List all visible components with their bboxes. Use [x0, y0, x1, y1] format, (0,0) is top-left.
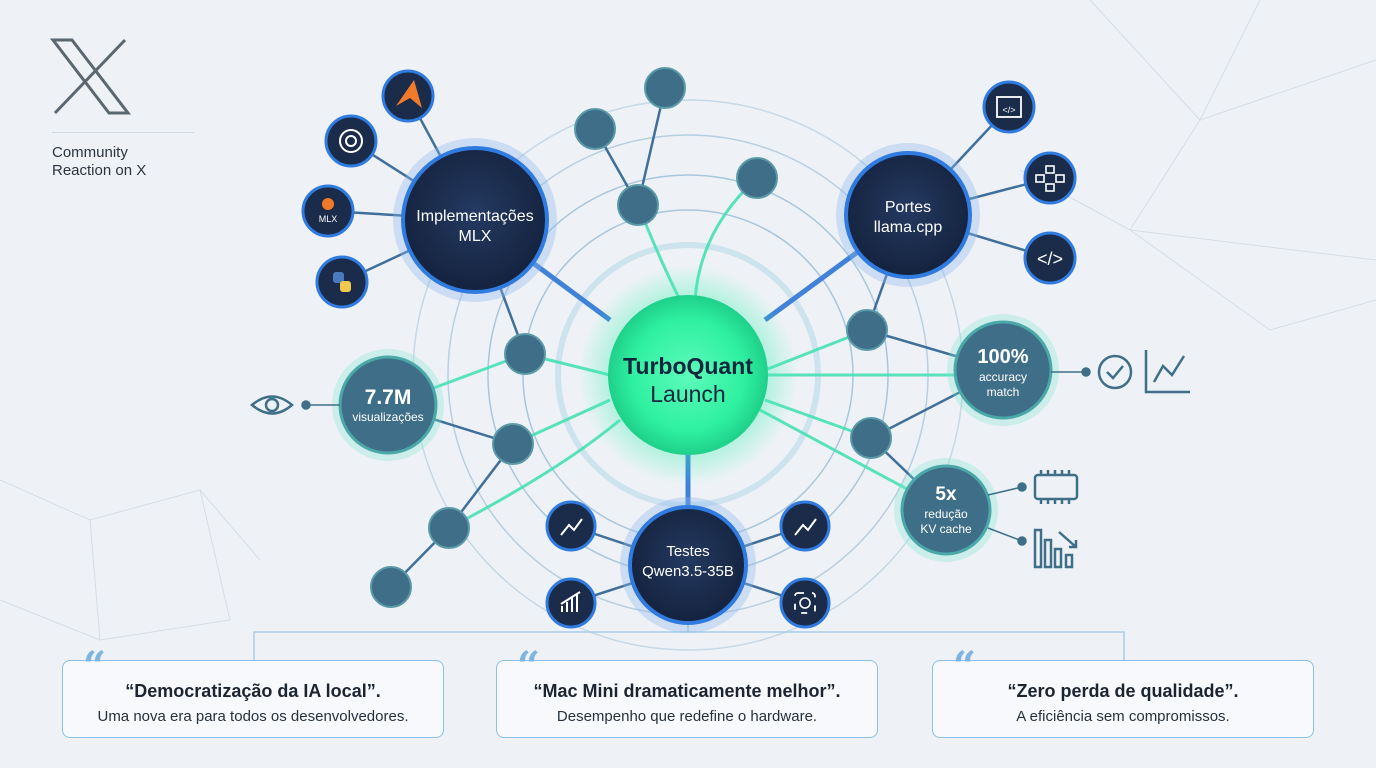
matlab-icon — [381, 69, 435, 123]
quote-text: “Zero perda de qualidade”. — [1007, 681, 1239, 701]
accuracy-label-1: accuracy — [979, 370, 1027, 384]
quote-text: “Mac Mini dramaticamente melhor”. — [533, 681, 841, 701]
stat-kv-cache[interactable]: 5x redução KV cache — [894, 458, 998, 562]
memory-chip-icon — [1033, 470, 1079, 504]
eye-icon — [250, 395, 294, 415]
center-title-1: TurboQuant — [623, 353, 753, 379]
mlx-icon-text: MLX — [319, 214, 338, 224]
code-window-icon: </> — [982, 80, 1036, 134]
stat-accuracy[interactable]: 100% accuracy match — [947, 314, 1059, 426]
title-line-1: Community — [52, 144, 128, 161]
quote-card: “ “Democratização da IA local”. Uma nova… — [62, 647, 444, 738]
trend-chart-icon — [545, 500, 597, 552]
hub-mlx-title-2: MLX — [459, 228, 492, 245]
hub-tests-title-2: Qwen3.5-35B — [642, 563, 734, 580]
kv-value: 5x — [935, 484, 957, 505]
x-logo — [49, 38, 132, 115]
views-label: visualizações — [352, 410, 423, 424]
quote-text: “Democratização da IA local”. — [125, 681, 381, 701]
accuracy-value: 100% — [977, 346, 1028, 368]
hub-llama-title-2: llama.cpp — [874, 219, 943, 236]
face-scan-icon — [779, 577, 831, 629]
quote-mark-icon: “ — [953, 643, 977, 690]
quote-mark-icon: “ — [517, 643, 541, 690]
kv-label-2: KV cache — [920, 522, 972, 536]
python-icon — [315, 255, 369, 309]
accuracy-label-2: match — [987, 385, 1020, 399]
kv-label-1: redução — [924, 507, 968, 521]
svg-text:</>: </> — [1002, 105, 1015, 115]
trend-chart-icon — [779, 500, 831, 552]
hub-llama-title-1: Portes — [885, 199, 931, 216]
views-value: 7.7M — [365, 386, 412, 409]
code-icon: </> — [1023, 231, 1077, 285]
bar-growth-icon — [545, 577, 597, 629]
hub-tests-title-1: Testes — [666, 543, 709, 560]
quote-mark-icon: “ — [83, 643, 107, 690]
quote-subtitle: Uma nova era para todos os desenvolvedor… — [97, 708, 409, 725]
line-chart-icon — [1144, 350, 1190, 394]
check-circle-icon — [1097, 354, 1133, 390]
stat-views[interactable]: 7.7M visualizações — [332, 349, 444, 461]
bar-decline-icon — [1033, 528, 1078, 569]
header-divider — [52, 132, 194, 133]
hub-llama[interactable]: Portes llama.cpp — [836, 143, 980, 287]
quote-card: “ “Zero perda de qualidade”. A eficiênci… — [932, 647, 1314, 738]
title-line-2: Reaction on X — [52, 162, 147, 179]
quote-subtitle: Desempenho que redefine o hardware. — [556, 708, 818, 725]
svg-text:</>: </> — [1037, 249, 1063, 269]
network-icon — [1023, 151, 1077, 205]
background-mesh — [0, 0, 1376, 641]
center-node-turboquant[interactable]: TurboQuant Launch — [578, 265, 798, 485]
teal-dots — [370, 67, 892, 608]
quote-card: “ “Mac Mini dramaticamente melhor”. Dese… — [496, 647, 878, 738]
openai-icon — [324, 114, 378, 168]
center-title-2: Launch — [650, 381, 725, 407]
quote-subtitle: A eficiência sem compromissos. — [1016, 708, 1230, 725]
hub-mlx-title-1: Implementações — [416, 208, 533, 225]
hub-tests[interactable]: Testes Qwen3.5-35B — [620, 497, 756, 633]
page-title: Community Reaction on X — [52, 144, 202, 180]
mlx-icon: MLX — [301, 184, 355, 238]
hub-mlx[interactable]: Implementações MLX — [393, 138, 557, 302]
